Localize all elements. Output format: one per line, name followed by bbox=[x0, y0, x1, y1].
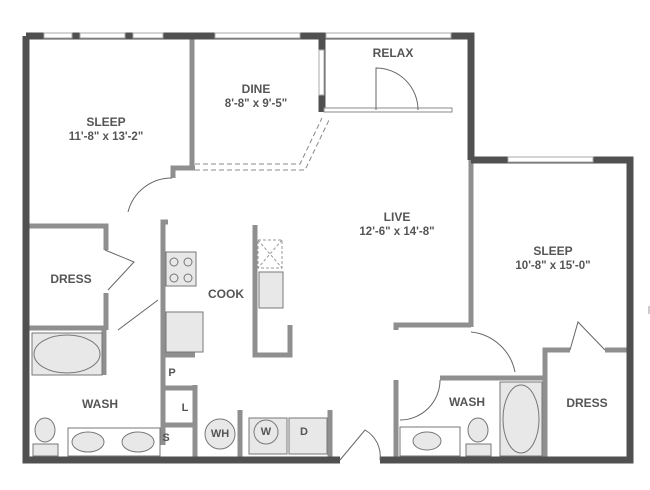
room-dims: 8'-8" x 9'-5" bbox=[224, 98, 288, 110]
room-label-dress1: DRESS bbox=[50, 272, 91, 287]
room-dims: 10'-8" x 15'-0" bbox=[515, 260, 591, 272]
room-label-cook: COOK bbox=[208, 287, 244, 302]
room-label-relax: RELAX bbox=[373, 46, 414, 61]
room-name: DINE bbox=[241, 82, 271, 96]
water-heater-label: WH bbox=[210, 428, 230, 440]
room-label-live: LIVE 12'-6" x 14'-8" bbox=[359, 210, 434, 240]
room-label-dress2: DRESS bbox=[566, 396, 607, 411]
room-name: DRESS bbox=[50, 272, 92, 286]
pantry-label: P bbox=[168, 367, 176, 379]
washer-label: W bbox=[260, 426, 272, 438]
storage-label: S bbox=[162, 432, 170, 444]
room-label-dine: DINE 8'-8" x 9'-5" bbox=[225, 82, 287, 112]
room-dims: 11'-8" x 13'-2" bbox=[68, 131, 144, 143]
room-label-sleep2: SLEEP 10'-8" x 15'-0" bbox=[515, 244, 590, 274]
room-name: COOK bbox=[208, 287, 244, 301]
room-name: DRESS bbox=[566, 396, 608, 410]
dryer-label: D bbox=[300, 426, 308, 438]
linen-label: L bbox=[181, 402, 189, 414]
room-dims: 12'-6" x 14'-8" bbox=[359, 226, 435, 238]
room-label-wash2: WASH bbox=[449, 395, 485, 410]
room-name: WASH bbox=[449, 395, 485, 409]
room-name: RELAX bbox=[372, 46, 414, 60]
room-name: SLEEP bbox=[533, 244, 573, 258]
room-label-wash1: WASH bbox=[82, 397, 118, 412]
room-label-sleep1: SLEEP 11'-8" x 13'-2" bbox=[69, 115, 144, 145]
room-name: LIVE bbox=[383, 210, 411, 224]
room-name: SLEEP bbox=[86, 115, 126, 129]
room-name: WASH bbox=[82, 397, 118, 411]
